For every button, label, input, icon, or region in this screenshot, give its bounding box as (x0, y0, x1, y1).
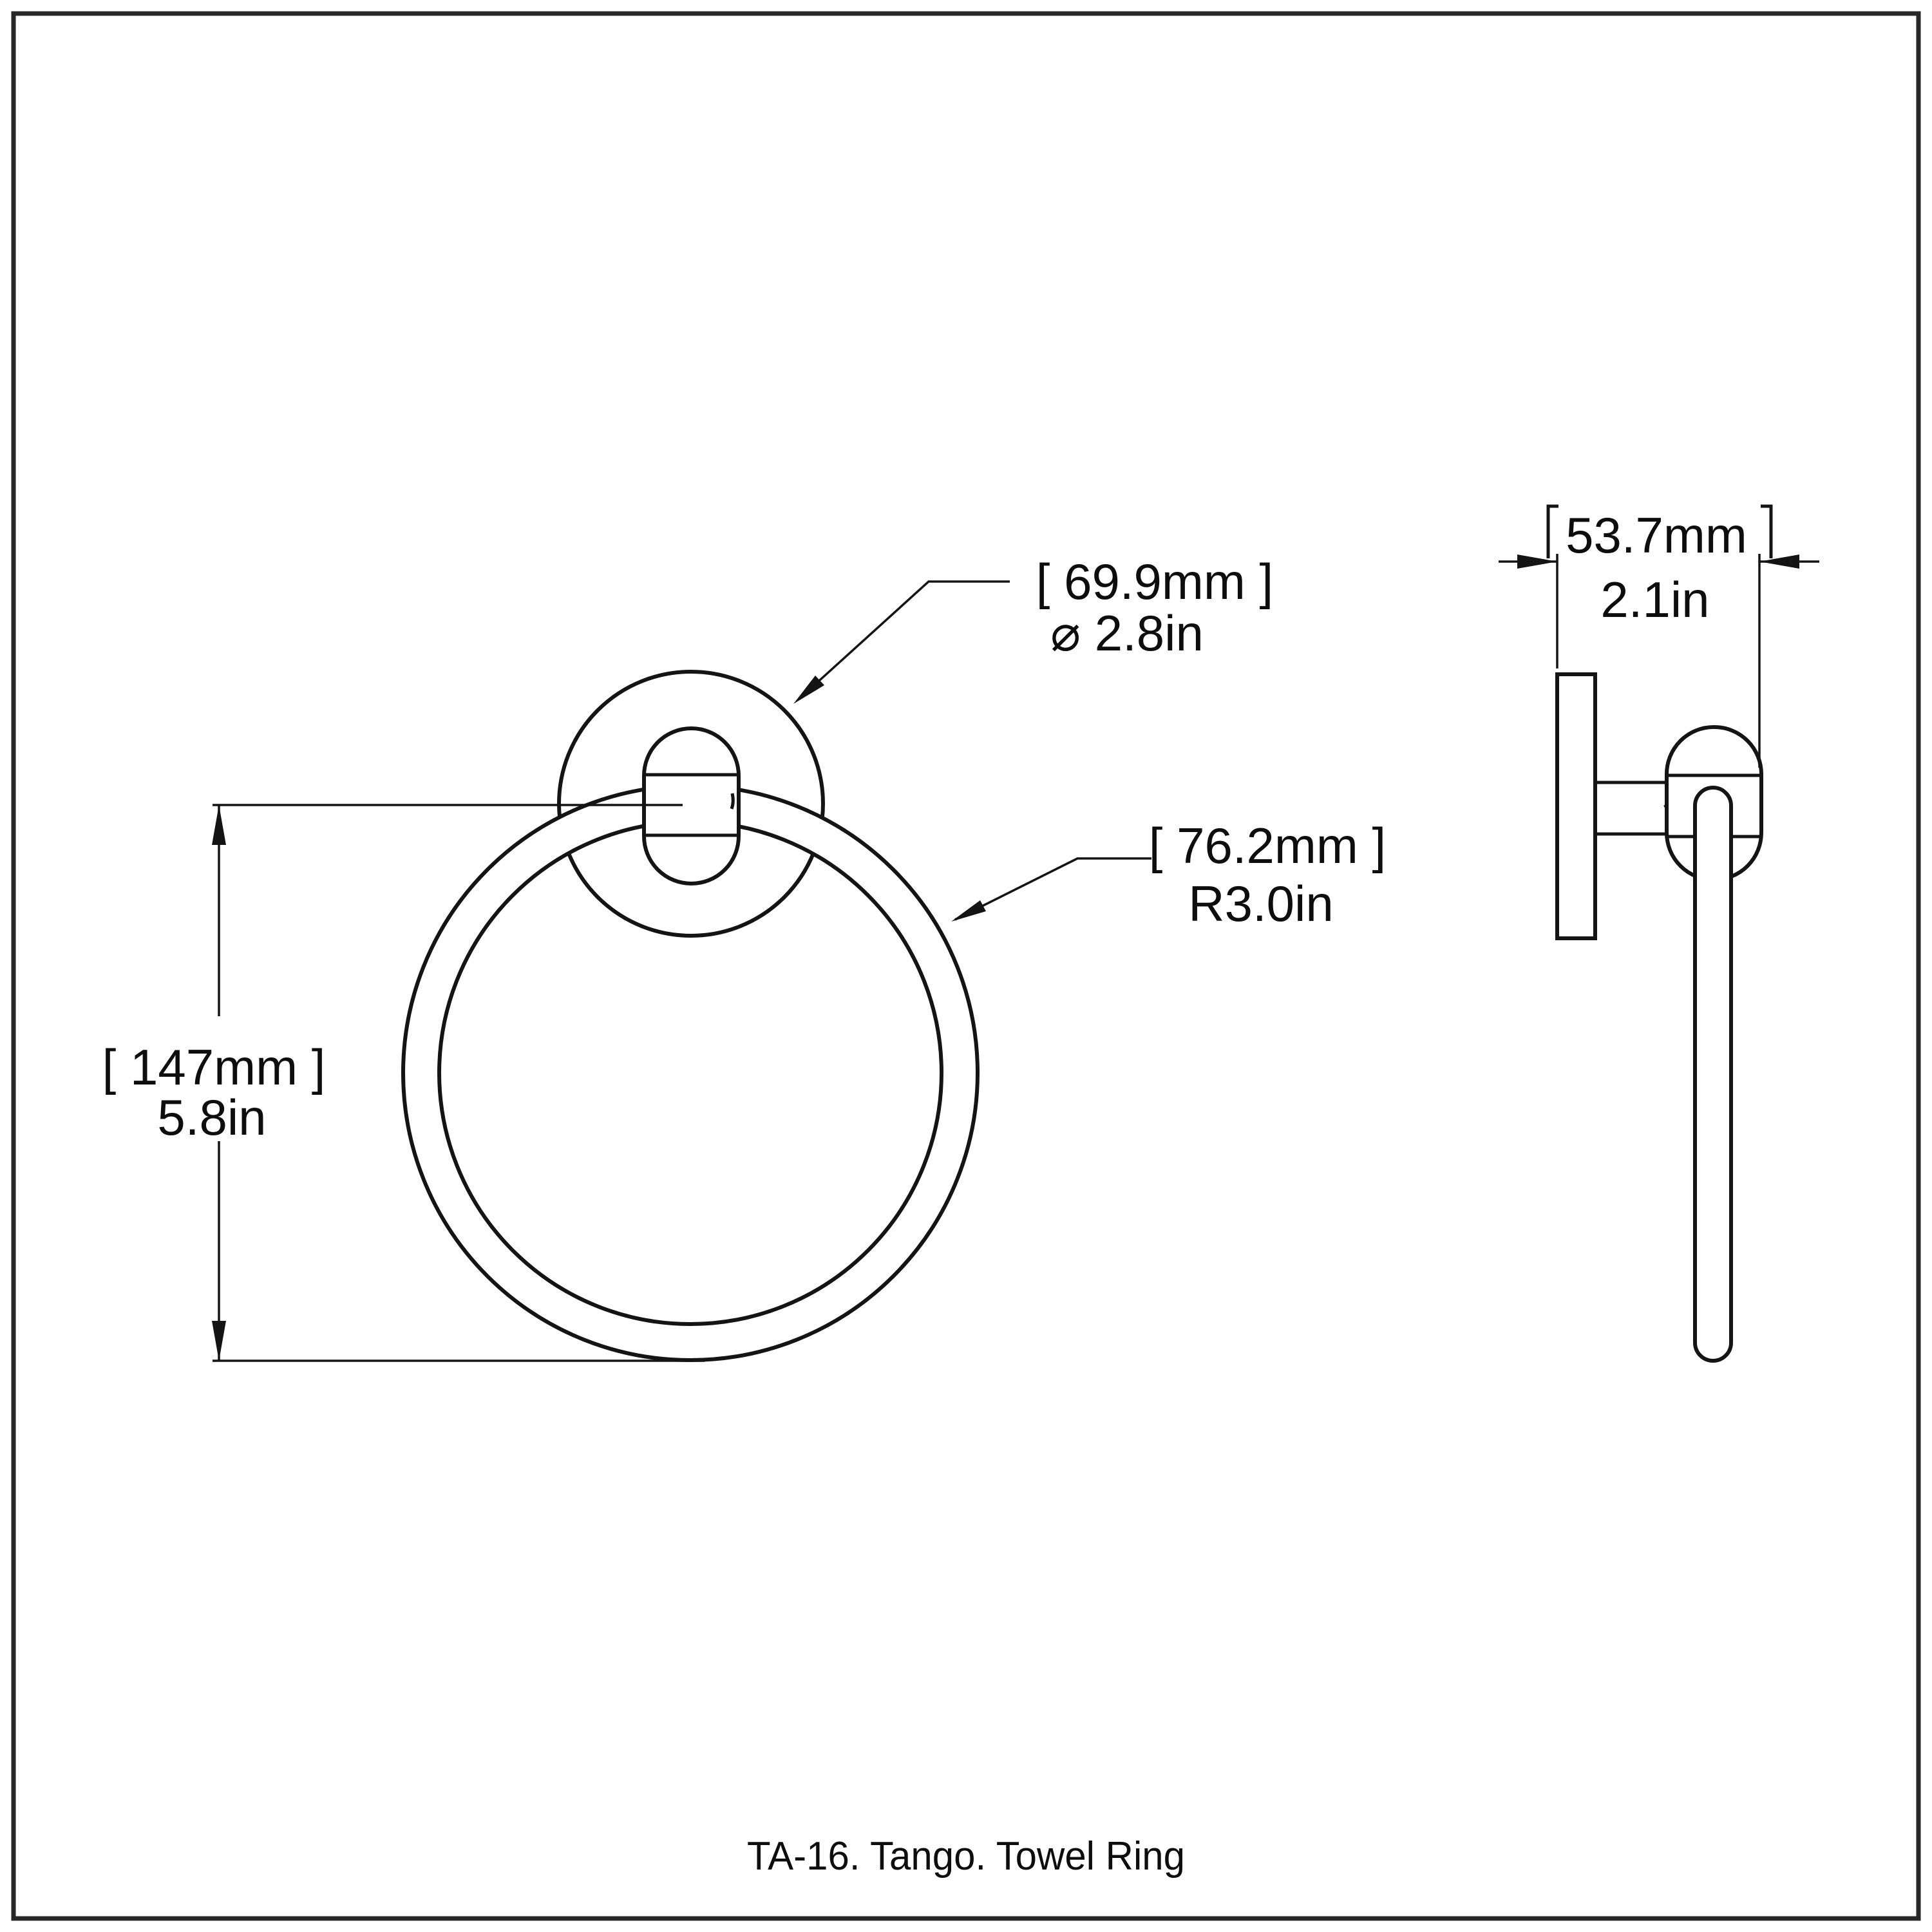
wall-plate (1555, 672, 1597, 940)
height-arrow-up (212, 805, 226, 845)
side-view (1499, 504, 1819, 1363)
depth-arrow-right (1517, 554, 1557, 569)
height-arrow-down (212, 1321, 226, 1361)
dimension-labels: [ 69.9mm ] ⌀ 2.8in [ 76.2mm ] R3.0in [ 1… (102, 507, 1747, 1146)
depth-in-label: 2.1in (1600, 571, 1709, 628)
flange-leader-line (797, 580, 1010, 701)
height-mm-label: [ 147mm ] (102, 1039, 326, 1095)
ring-radius-in-label: R3.0in (1188, 875, 1333, 932)
flange-diameter-in-label: ⌀ 2.8in (1050, 605, 1204, 661)
depth-mm-label: 53.7mm (1566, 507, 1747, 564)
ring-edge-bar (1693, 786, 1733, 1363)
slot-edge-tick (730, 793, 735, 810)
height-in-label: 5.8in (157, 1089, 266, 1146)
ring-leader-line (954, 857, 1151, 921)
ring-radius-mm-label: [ 76.2mm ] (1149, 817, 1386, 874)
depth-bracket-right (1761, 504, 1773, 558)
towel-ring (401, 784, 980, 1362)
front-view (212, 580, 1151, 1362)
depth-arrow-left (1759, 554, 1799, 569)
drawing-caption: TA-16. Tango. Towel Ring (747, 1834, 1185, 1879)
page-border (11, 11, 1921, 1921)
ring-leader-arrow (951, 900, 986, 922)
flange-leader-arrow (793, 676, 824, 704)
depth-bracket-left (1546, 504, 1558, 558)
flange-diameter-mm-label: [ 69.9mm ] (1036, 553, 1273, 610)
